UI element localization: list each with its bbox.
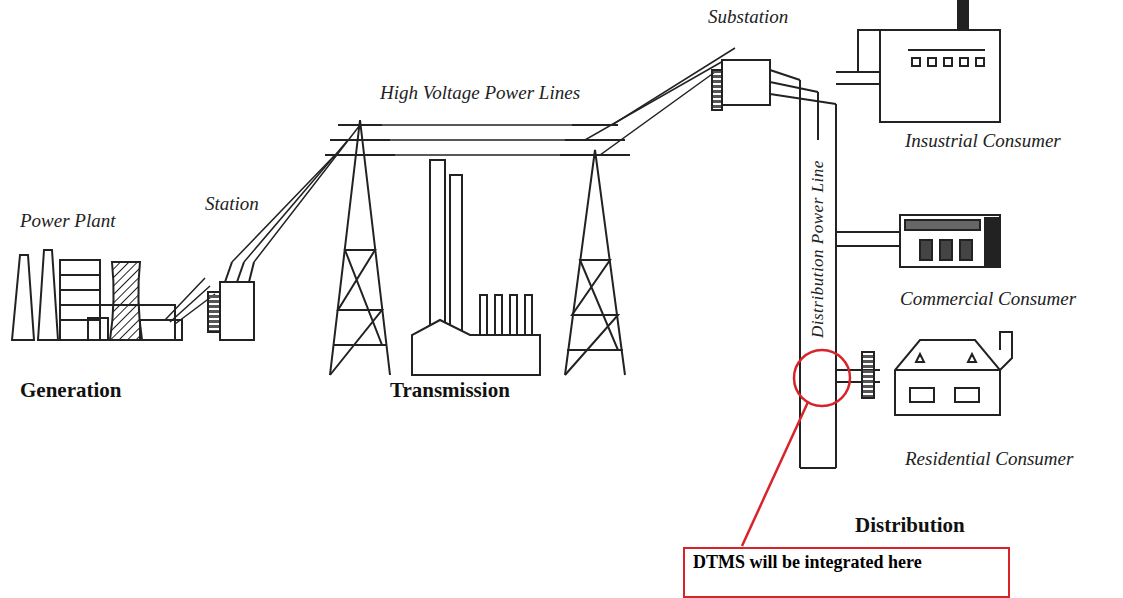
lines-label: High Voltage Power Lines	[380, 82, 580, 104]
commercial-building	[900, 215, 1000, 267]
transmission-tower	[560, 125, 630, 375]
callout-text: DTMS will be integrated here	[693, 552, 1000, 574]
residential-house	[862, 332, 1012, 415]
substation-label: Substation	[708, 6, 788, 28]
factory	[412, 160, 540, 375]
station-label: Station	[205, 193, 259, 215]
section-label: Generation	[20, 378, 121, 402]
plant-label: Power Plant	[20, 210, 116, 232]
transmission-tower	[325, 120, 395, 375]
line-label: Distribution Power Line	[808, 158, 828, 340]
consumer-label: Insustrial Consumer	[905, 130, 1061, 152]
consumer-label: Residential Consumer	[905, 448, 1073, 470]
callout-marker	[742, 350, 850, 546]
industrial-building	[880, 0, 1000, 122]
transmission-lines	[232, 48, 735, 262]
callout-box: DTMS will be integrated here	[683, 547, 1010, 598]
section-label: Distribution	[855, 513, 965, 537]
power-plant	[12, 250, 182, 340]
station-transformer	[208, 262, 254, 340]
section-label: Transmission	[390, 378, 510, 402]
consumer-label: Commercial Consumer	[900, 288, 1076, 310]
